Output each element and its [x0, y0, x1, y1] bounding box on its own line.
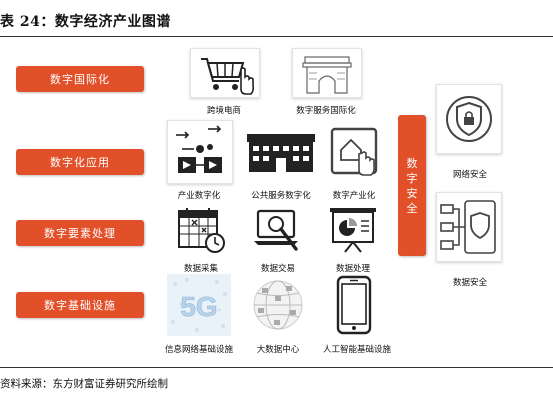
label-network-security: 网络安全 [452, 170, 488, 180]
shopping-cart-icon [190, 48, 260, 98]
category-digital-security: 数字安全 [398, 115, 426, 256]
bottom-rule [0, 367, 553, 368]
globe-network-icon [248, 274, 308, 336]
smartphone-icon [334, 274, 374, 336]
calendar-clock-icon [175, 205, 227, 255]
label-data-security: 数据安全 [452, 278, 488, 288]
label-public-service-digitalization: 公共服务数字化 [251, 191, 311, 201]
top-rule [0, 36, 553, 37]
5g-icon: 5G [167, 274, 231, 336]
label-cross-border-ecommerce: 跨境电商 [206, 106, 242, 116]
label-information-network-infrastructure: 信息网络基础设施 [164, 345, 234, 355]
label-big-data-center: 大数据中心 [256, 345, 300, 355]
label-digital-industrialization: 数字产业化 [332, 191, 376, 201]
label-data-trading: 数据交易 [260, 264, 296, 274]
arch-icon [292, 48, 362, 98]
data-shield-icon [436, 192, 502, 262]
smart-home-touch-icon [329, 126, 379, 178]
category-data-factor-processing: 数字要素处理 [16, 220, 144, 246]
label-digital-service-internationalization: 数字服务国际化 [296, 106, 356, 116]
label-ai-infrastructure: 人工智能基础设施 [322, 345, 392, 355]
category-digital-infrastructure: 数字基础设施 [16, 292, 144, 318]
label-data-collection: 数据采集 [183, 264, 219, 274]
lock-shield-icon [436, 84, 502, 154]
category-digital-internationalization: 数字国际化 [16, 66, 144, 92]
label-data-processing: 数据处理 [335, 264, 371, 274]
category-digital-application: 数字化应用 [16, 149, 144, 175]
process-flow-icon [167, 120, 233, 184]
building-icon [243, 130, 319, 176]
source-note: 资料来源：东方财富证券研究所绘制 [0, 378, 168, 390]
5g-text: 5G [180, 291, 217, 322]
category-digital-security-label: 数字安全 [406, 156, 418, 215]
label-industry-digitalization: 产业数字化 [177, 191, 221, 201]
presentation-chart-icon [327, 205, 379, 255]
laptop-search-icon [252, 205, 304, 255]
figure-title: 表 24：数字经济产业图谱 [0, 14, 171, 30]
